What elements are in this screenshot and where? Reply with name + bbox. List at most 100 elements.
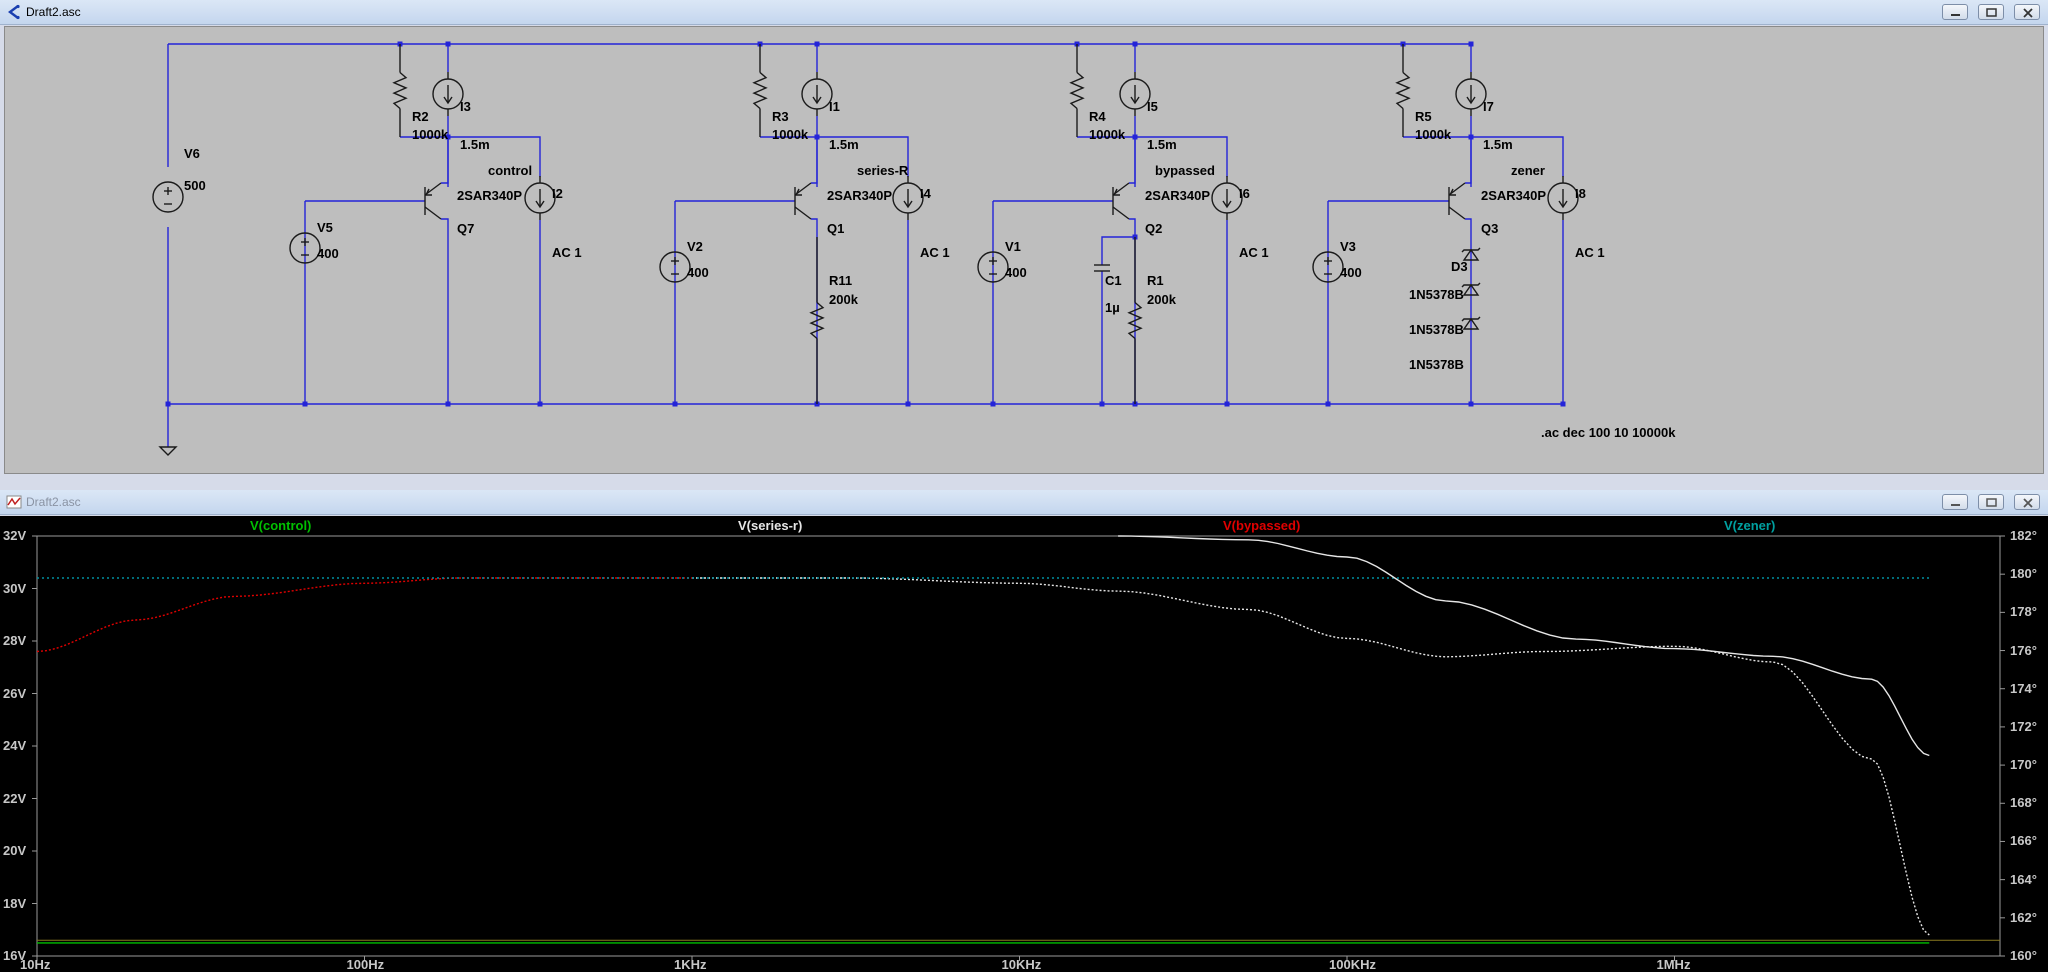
label-er-value: 200k <box>829 292 859 307</box>
resistor-R5[interactable] <box>1395 44 1411 137</box>
ac-source-I6[interactable] <box>1211 176 1243 220</box>
ac-source-I8[interactable] <box>1547 176 1579 220</box>
minimize-button[interactable] <box>1942 4 1968 20</box>
y-left-tick-label: 22V <box>3 790 27 806</box>
y-left-tick-label: 20V <box>3 843 27 858</box>
x-tick-label: 1KHz <box>674 957 707 972</box>
current-source-I7[interactable] <box>1455 72 1487 116</box>
y-right-tick-label: 170° <box>2010 757 2037 773</box>
wire[interactable] <box>1465 137 1472 184</box>
junction[interactable] <box>1099 401 1105 407</box>
junction[interactable] <box>905 401 911 407</box>
transistor-Q1[interactable] <box>794 182 812 220</box>
label-transistor: 2SAR340P <box>1481 188 1546 203</box>
label-i-value: 1.5m <box>1483 137 1513 152</box>
plot-minimize-button[interactable] <box>1942 494 1968 510</box>
wire[interactable] <box>811 137 818 184</box>
output-wire[interactable] <box>760 136 909 177</box>
restore-button[interactable] <box>1978 4 2004 20</box>
label-net-series-R: series-R <box>857 163 909 178</box>
trace-label-zener[interactable]: V(zener) <box>1724 518 1776 533</box>
diode-2[interactable] <box>1461 282 1481 296</box>
junction[interactable] <box>1224 401 1230 407</box>
label-R1: R1 <box>1147 273 1164 288</box>
label-Q7: Q7 <box>457 221 474 236</box>
output-wire[interactable] <box>1077 136 1228 177</box>
resistor-R3[interactable] <box>752 44 768 137</box>
diode-1[interactable] <box>1461 247 1481 261</box>
schematic-drawing[interactable]: V6500R21000kI31.5mcontrol2SAR340PQ7I2AC … <box>5 27 2043 473</box>
close-icon <box>2023 8 2033 18</box>
emitter-wire[interactable] <box>441 218 449 404</box>
transistor-Q3[interactable] <box>1448 182 1466 220</box>
restore-icon <box>1986 8 1997 17</box>
y-right-tick-label: 176° <box>2010 642 2037 658</box>
plot-graph[interactable] <box>0 516 2048 972</box>
label-I7: I7 <box>1483 99 1494 114</box>
output-wire[interactable] <box>1403 136 1564 177</box>
y-left-tick-label: 26V <box>3 685 27 701</box>
label-r-value: 1000k <box>772 127 809 142</box>
trace-label-control[interactable]: V(control) <box>250 518 312 533</box>
junction[interactable] <box>672 401 678 407</box>
ground-symbol[interactable] <box>158 446 178 456</box>
window-splitter[interactable] <box>0 476 2048 490</box>
junction[interactable] <box>1560 401 1566 407</box>
bias-source-V1[interactable] <box>977 251 1009 283</box>
x-tick-label: 10KHz <box>1001 957 1042 972</box>
transistor-Q2[interactable] <box>1112 182 1130 220</box>
ac-source-I2[interactable] <box>524 176 556 220</box>
junction[interactable] <box>537 401 543 407</box>
y-right-tick-label: 174° <box>2010 680 2037 696</box>
wire[interactable] <box>1129 137 1136 184</box>
resistor-R4[interactable] <box>1069 44 1085 137</box>
junction[interactable] <box>1325 401 1331 407</box>
trace-label-bypassed[interactable]: V(bypassed) <box>1223 518 1301 533</box>
wire[interactable] <box>1101 236 1135 265</box>
junction[interactable] <box>302 401 308 407</box>
junction[interactable] <box>165 401 171 407</box>
waveform-plot[interactable]: V(control) V(series-r) V(bypassed) V(zen… <box>0 516 2048 972</box>
label-I1: I1 <box>829 99 840 114</box>
label-i-value: 1.5m <box>1147 137 1177 152</box>
label-net-bypassed: bypassed <box>1155 163 1215 178</box>
emitter-wire[interactable] <box>1465 218 1472 404</box>
label-I8: I8 <box>1575 186 1586 201</box>
plot-restore-button[interactable] <box>1978 494 2004 510</box>
y-left-tick-label: 28V <box>3 633 27 648</box>
diode-3[interactable] <box>1461 316 1481 330</box>
current-source-I5[interactable] <box>1119 72 1151 116</box>
ac-source-I4[interactable] <box>892 176 924 220</box>
y-right-tick-label: 168° <box>2010 795 2037 811</box>
plot-window-title: Draft2.asc <box>26 495 81 509</box>
label-r-value: 1000k <box>1089 127 1126 142</box>
wire[interactable] <box>441 137 449 184</box>
current-source-I3[interactable] <box>432 72 464 116</box>
spice-directive[interactable]: .ac dec 100 10 10000k <box>1541 425 1676 440</box>
resistor-R2[interactable] <box>392 44 408 137</box>
resistor-R1[interactable] <box>1127 237 1143 404</box>
label-cap-value: 1µ <box>1105 300 1120 315</box>
schematic-titlebar[interactable]: Draft2.asc <box>0 0 2048 25</box>
close-icon <box>2023 498 2033 508</box>
transistor-Q7[interactable] <box>424 182 442 220</box>
trace-label-series-r[interactable]: V(series-r) <box>738 518 803 533</box>
bias-source-V5[interactable] <box>289 232 321 264</box>
restore-icon <box>1986 498 1997 507</box>
junction[interactable] <box>990 401 996 407</box>
y-right-tick-label: 178° <box>2010 604 2037 620</box>
close-button[interactable] <box>2014 4 2040 20</box>
y-right-tick-label: 162° <box>2010 909 2037 925</box>
bias-source-V3[interactable] <box>1312 251 1344 283</box>
current-source-I1[interactable] <box>801 72 833 116</box>
label-r-value: 1000k <box>1415 127 1452 142</box>
bias-source-V2[interactable] <box>659 251 691 283</box>
plot-close-button[interactable] <box>2014 494 2040 510</box>
plot-frame <box>36 535 2001 957</box>
label-V2: V2 <box>687 239 703 254</box>
resistor-R11[interactable] <box>809 237 825 404</box>
label-net-control: control <box>488 163 532 178</box>
plot-titlebar[interactable]: Draft2.asc <box>0 490 2048 515</box>
supply-source[interactable] <box>152 181 184 213</box>
